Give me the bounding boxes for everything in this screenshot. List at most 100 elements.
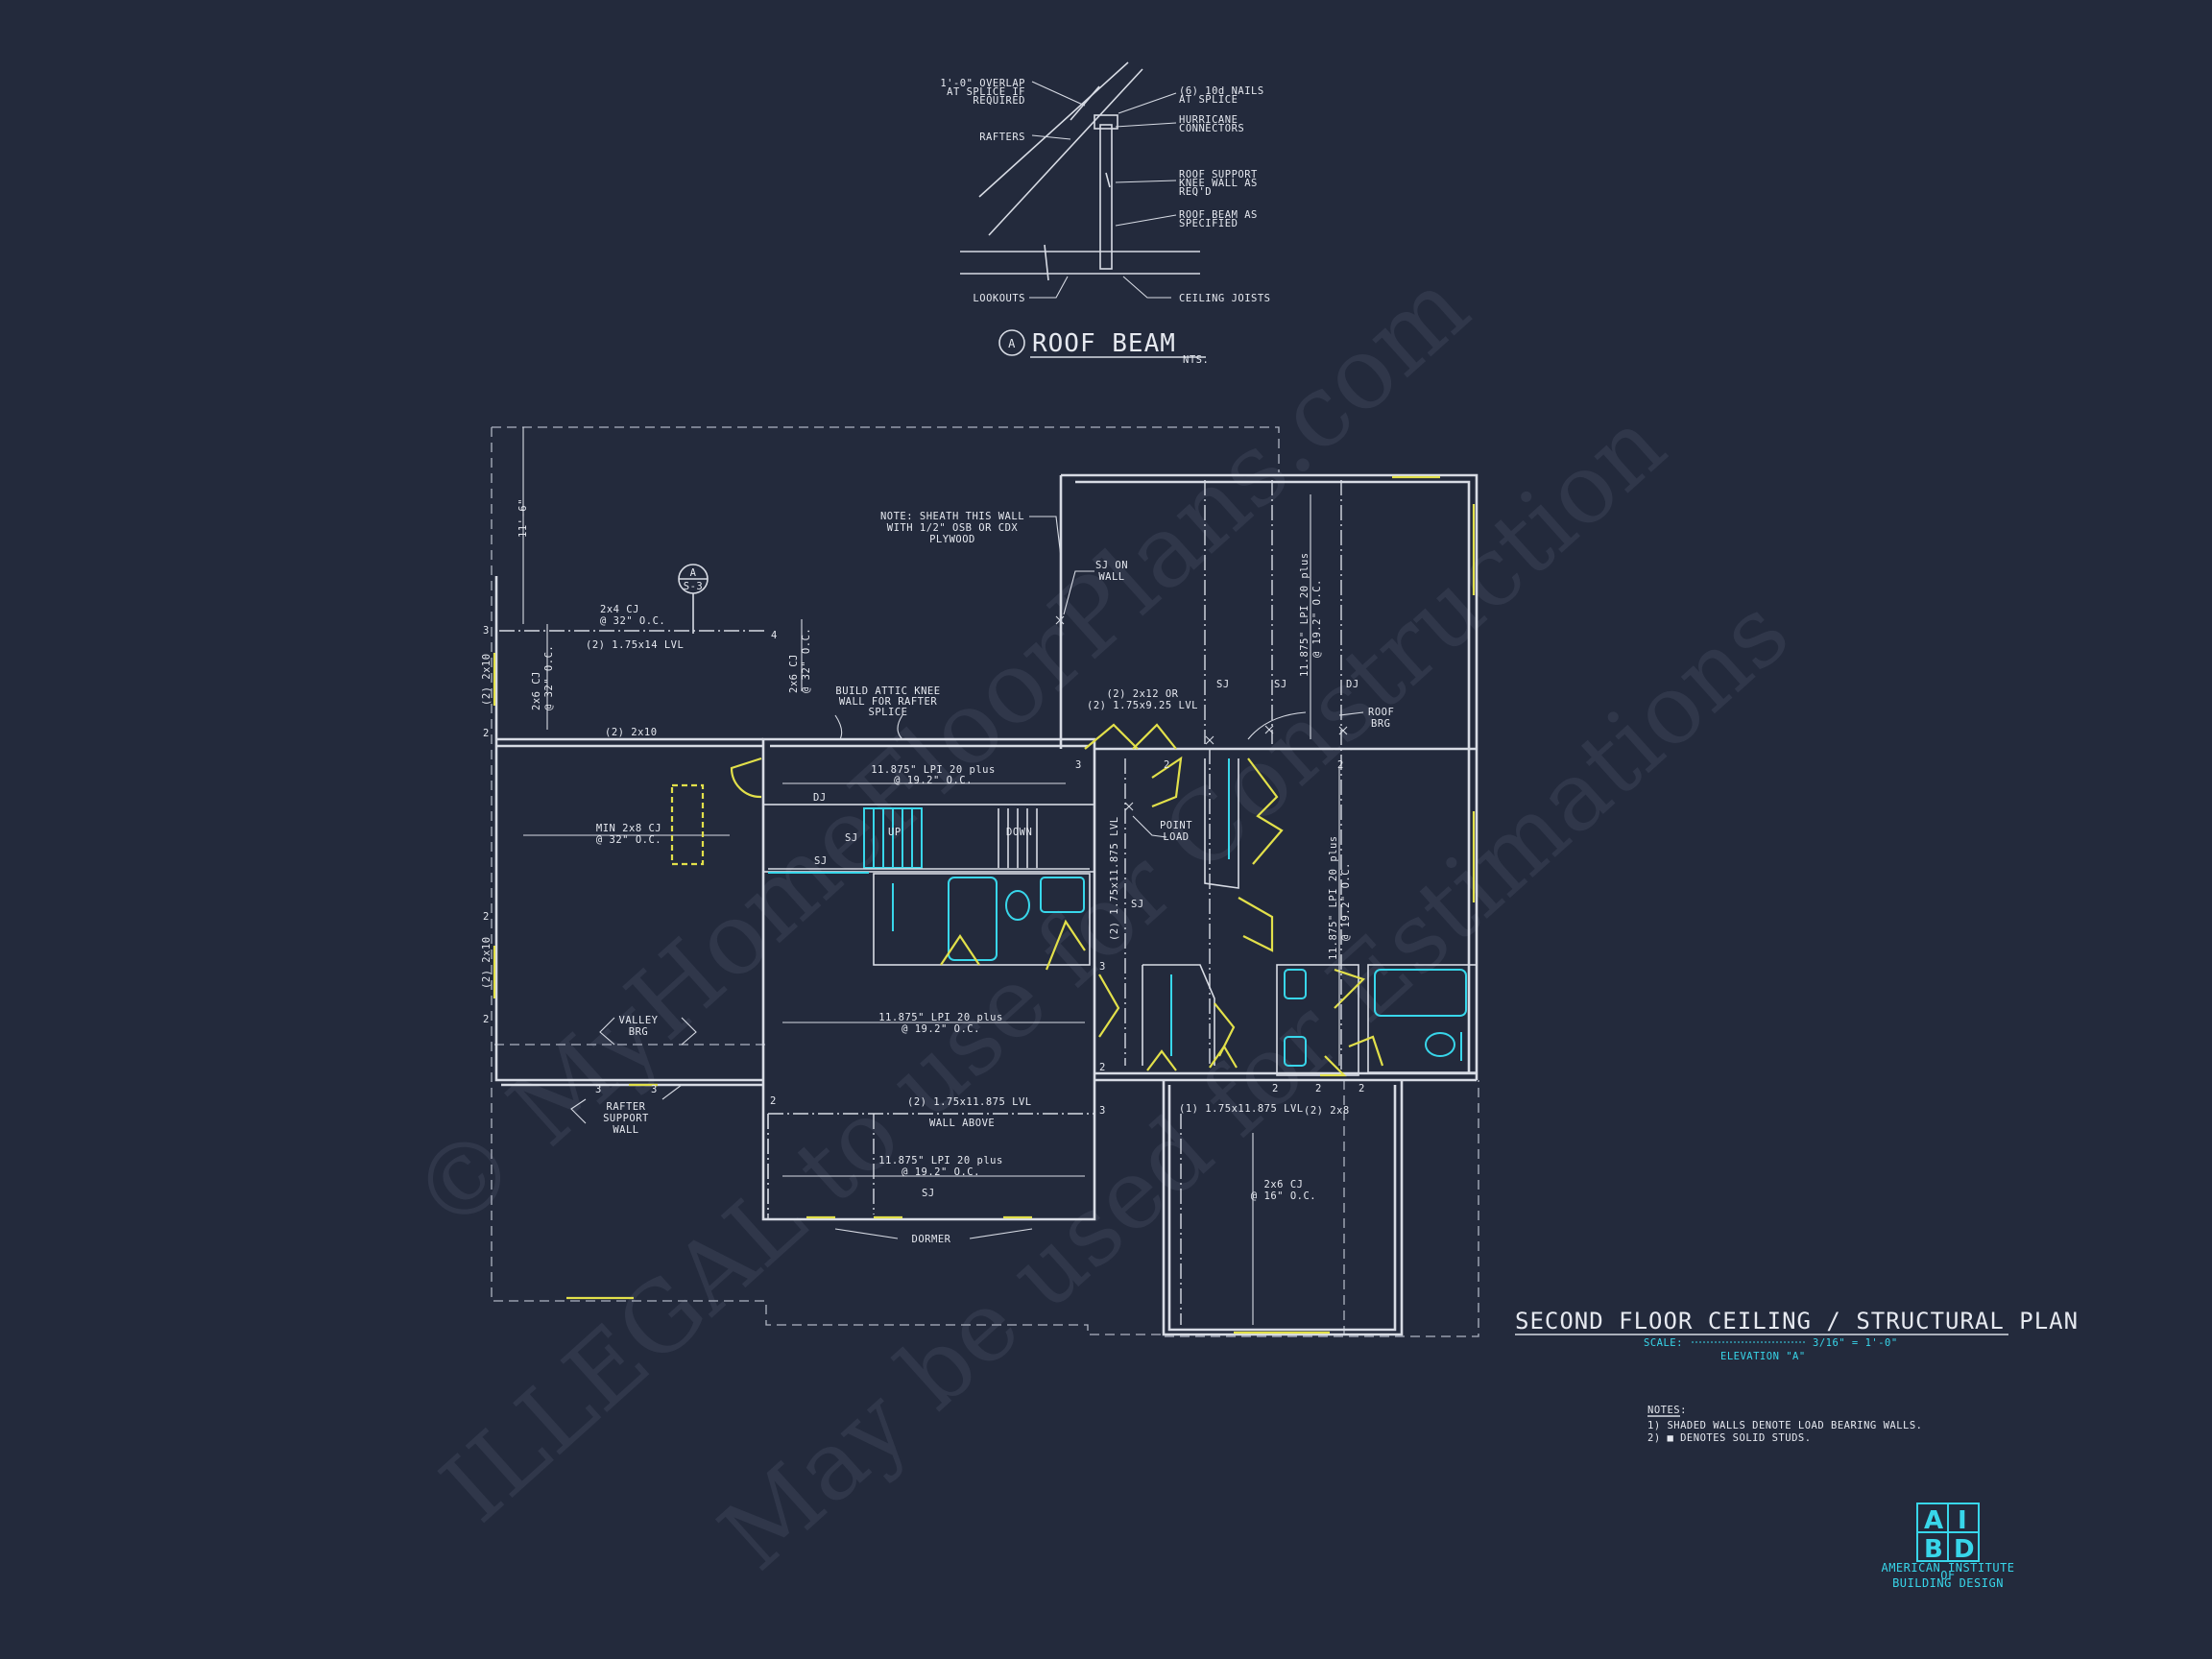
detail-overlap-label-1: 1'-0" OVERLAP	[940, 78, 1025, 89]
sj-label-1: SJ	[1216, 679, 1230, 690]
logo-letter-a: A	[1924, 1506, 1943, 1535]
lpi-right-mid-label-1: 11.875" LPI 20 plus	[1328, 835, 1339, 960]
detail-marker-letter: A	[1008, 337, 1016, 350]
lpi-bottom-label-1: 11.875" LPI 20 plus	[878, 1155, 1003, 1166]
lvl-1-75x14-label: (2) 1.75x14 LVL	[586, 639, 684, 651]
stud-mark: 3	[1075, 759, 1082, 771]
elevation-label: ELEVATION "A"	[1720, 1351, 1806, 1362]
lpi-top-label-1: 11.875" LPI 20 plus	[871, 764, 996, 776]
lpi-bottom-label-2: @ 19.2" O.C.	[902, 1166, 980, 1178]
detail-hurricane-label-2: CONNECTORS	[1179, 123, 1244, 134]
cj-2x6-16-label-1: 2x6 CJ	[1264, 1179, 1304, 1190]
cj-2x6-mid-label-2: @ 32" O.C.	[801, 628, 812, 693]
detail-knee-wall-label-2: KNEE WALL AS	[1179, 178, 1258, 189]
detail-ceiling-joists-label: CEILING JOISTS	[1179, 293, 1271, 304]
sheath-note-1: NOTE: SHEATH THIS WALL	[880, 511, 1024, 522]
watermark: © MyHomeFloorPlans.com ILLEGAL to use fo…	[389, 248, 1810, 1592]
notes: NOTES: 1) SHADED WALLS DENOTE LOAD BEARI…	[1647, 1405, 1923, 1444]
detail-rafters-label: RAFTERS	[979, 132, 1025, 143]
section-tag-sheet: S-3	[684, 581, 703, 592]
right-wing-wall	[1061, 473, 1479, 1080]
point-load-label-2: LOAD	[1163, 831, 1189, 843]
roof-brg-label-2: BRG	[1371, 718, 1390, 730]
sink-2	[1284, 969, 1307, 999]
sj-label-5: SJ	[1131, 899, 1144, 910]
bathtub-2	[1374, 969, 1467, 1017]
stud-mark: 2	[483, 728, 490, 739]
lpi-right-mid-label-2: @ 19.2" O.C.	[1340, 862, 1352, 941]
dj-label-1: DJ	[813, 792, 827, 804]
rafter-support-label-3: WALL	[613, 1124, 638, 1136]
logo-letter-b: B	[1924, 1535, 1943, 1564]
stud-mark: 4	[771, 630, 778, 641]
cj-2x6-left-label-1: 2x6 CJ	[531, 671, 542, 710]
logo-letter-d: D	[1954, 1535, 1975, 1564]
title-block: SECOND FLOOR CEILING / STRUCTURAL PLAN S…	[1515, 1308, 2079, 1362]
min-cj-label-2: @ 32" O.C.	[596, 834, 661, 846]
stair-up-label: UP	[888, 827, 902, 838]
stud-mark: 2	[1315, 1083, 1322, 1094]
detail-lookouts-label: LOOKOUTS	[973, 293, 1025, 304]
section-tag-letter: A	[690, 567, 697, 579]
stud-mark: 3	[1099, 1105, 1106, 1117]
cj-2x4-label-1: 2x4 CJ	[600, 604, 639, 615]
rafter-support-label-1: RAFTER	[607, 1101, 646, 1113]
detail-roof-beam-label-1: ROOF BEAM AS	[1179, 209, 1258, 221]
min-cj-box	[670, 783, 705, 866]
logo-caption-2: OF	[1940, 1569, 1955, 1582]
beam-2x10-left-top: (2) 2x10	[481, 653, 493, 706]
sj-on-wall-2: WALL	[1098, 571, 1124, 583]
attic-knee-label-2: WALL FOR RAFTER	[839, 696, 938, 708]
lpi-right-top-label-2: @ 19.2" O.C.	[1311, 579, 1323, 658]
lvl-wall-above-label: (2) 1.75x11.875 LVL	[907, 1096, 1032, 1108]
stud-mark: 2	[1358, 1083, 1365, 1094]
stud-mark: 3	[595, 1084, 602, 1095]
stud-mark: 2	[483, 1014, 490, 1025]
dj-label-2: DJ	[1346, 679, 1359, 690]
bathtub-1	[948, 877, 998, 961]
stud-mark: 2	[770, 1095, 777, 1107]
dormer-label: DORMER	[912, 1234, 951, 1245]
beam-2x12-label-1: (2) 2x12 OR	[1106, 688, 1178, 700]
dim-height: 11'-6"	[517, 498, 529, 538]
note-2: 2) ■ DENOTES SOLID STUDS.	[1647, 1432, 1812, 1444]
scale-label: SCALE:	[1644, 1337, 1683, 1349]
detail-scale: NTS.	[1183, 354, 1209, 366]
valley-brg-label-2: BRG	[629, 1026, 648, 1038]
cj-2x6-left-label-2: @ 32" O.C.	[543, 645, 555, 710]
beam-2x10-horizontal: (2) 2x10	[605, 727, 658, 738]
rafter-support-label-2: SUPPORT	[603, 1113, 649, 1124]
sink-1	[1040, 877, 1085, 913]
sj-on-wall-1: SJ ON	[1095, 560, 1128, 571]
lpi-top-label-2: @ 19.2" O.C.	[894, 775, 973, 786]
note-1: 1) SHADED WALLS DENOTE LOAD BEARING WALL…	[1647, 1420, 1923, 1431]
notes-heading: NOTES:	[1647, 1405, 1687, 1416]
plan-title: SECOND FLOOR CEILING / STRUCTURAL PLAN	[1515, 1308, 2079, 1334]
lvl-vertical-label: (2) 1.75x11.875 LVL	[1109, 816, 1120, 941]
stud-mark: 2	[483, 911, 490, 923]
cj-2x6-mid-label-1: 2x6 CJ	[788, 654, 800, 693]
point-load-label-1: POINT	[1160, 820, 1192, 831]
lpi-right-top-label-1: 11.875" LPI 20 plus	[1299, 552, 1310, 677]
cj-2x4-label-2: @ 32" O.C.	[600, 615, 665, 627]
toilet-2	[1425, 1032, 1455, 1057]
attic-knee-label-1: BUILD ATTIC KNEE	[835, 685, 940, 697]
beam-2x8-label: (2) 2x8	[1304, 1105, 1350, 1117]
cj-2x6-16-label-2: @ 16" O.C.	[1251, 1190, 1316, 1202]
stud-mark: 3	[651, 1084, 658, 1095]
wall-above-label: WALL ABOVE	[929, 1118, 995, 1129]
valley-brg-label-1: VALLEY	[619, 1015, 659, 1026]
detail-roof-beam-label-2: SPECIFIED	[1179, 218, 1238, 229]
lpi-mid-label-2: @ 19.2" O.C.	[902, 1023, 980, 1035]
logo-caption-1: AMERICAN INSTITUTE	[1881, 1561, 2014, 1575]
stud-mark: 3	[483, 625, 490, 637]
lvl-single-label: (1) 1.75x11.875 LVL	[1179, 1103, 1304, 1115]
logo-caption-3: BUILDING DESIGN	[1892, 1576, 2004, 1590]
beam-2x10-left-bottom: (2) 2x10	[481, 936, 493, 989]
detail-knee-wall-label-3: REQ'D	[1179, 186, 1212, 198]
min-cj-label-1: MIN 2x8 CJ	[596, 823, 661, 834]
detail-title: ROOF BEAM	[1032, 329, 1176, 358]
stud-mark: 2	[1099, 1062, 1106, 1073]
